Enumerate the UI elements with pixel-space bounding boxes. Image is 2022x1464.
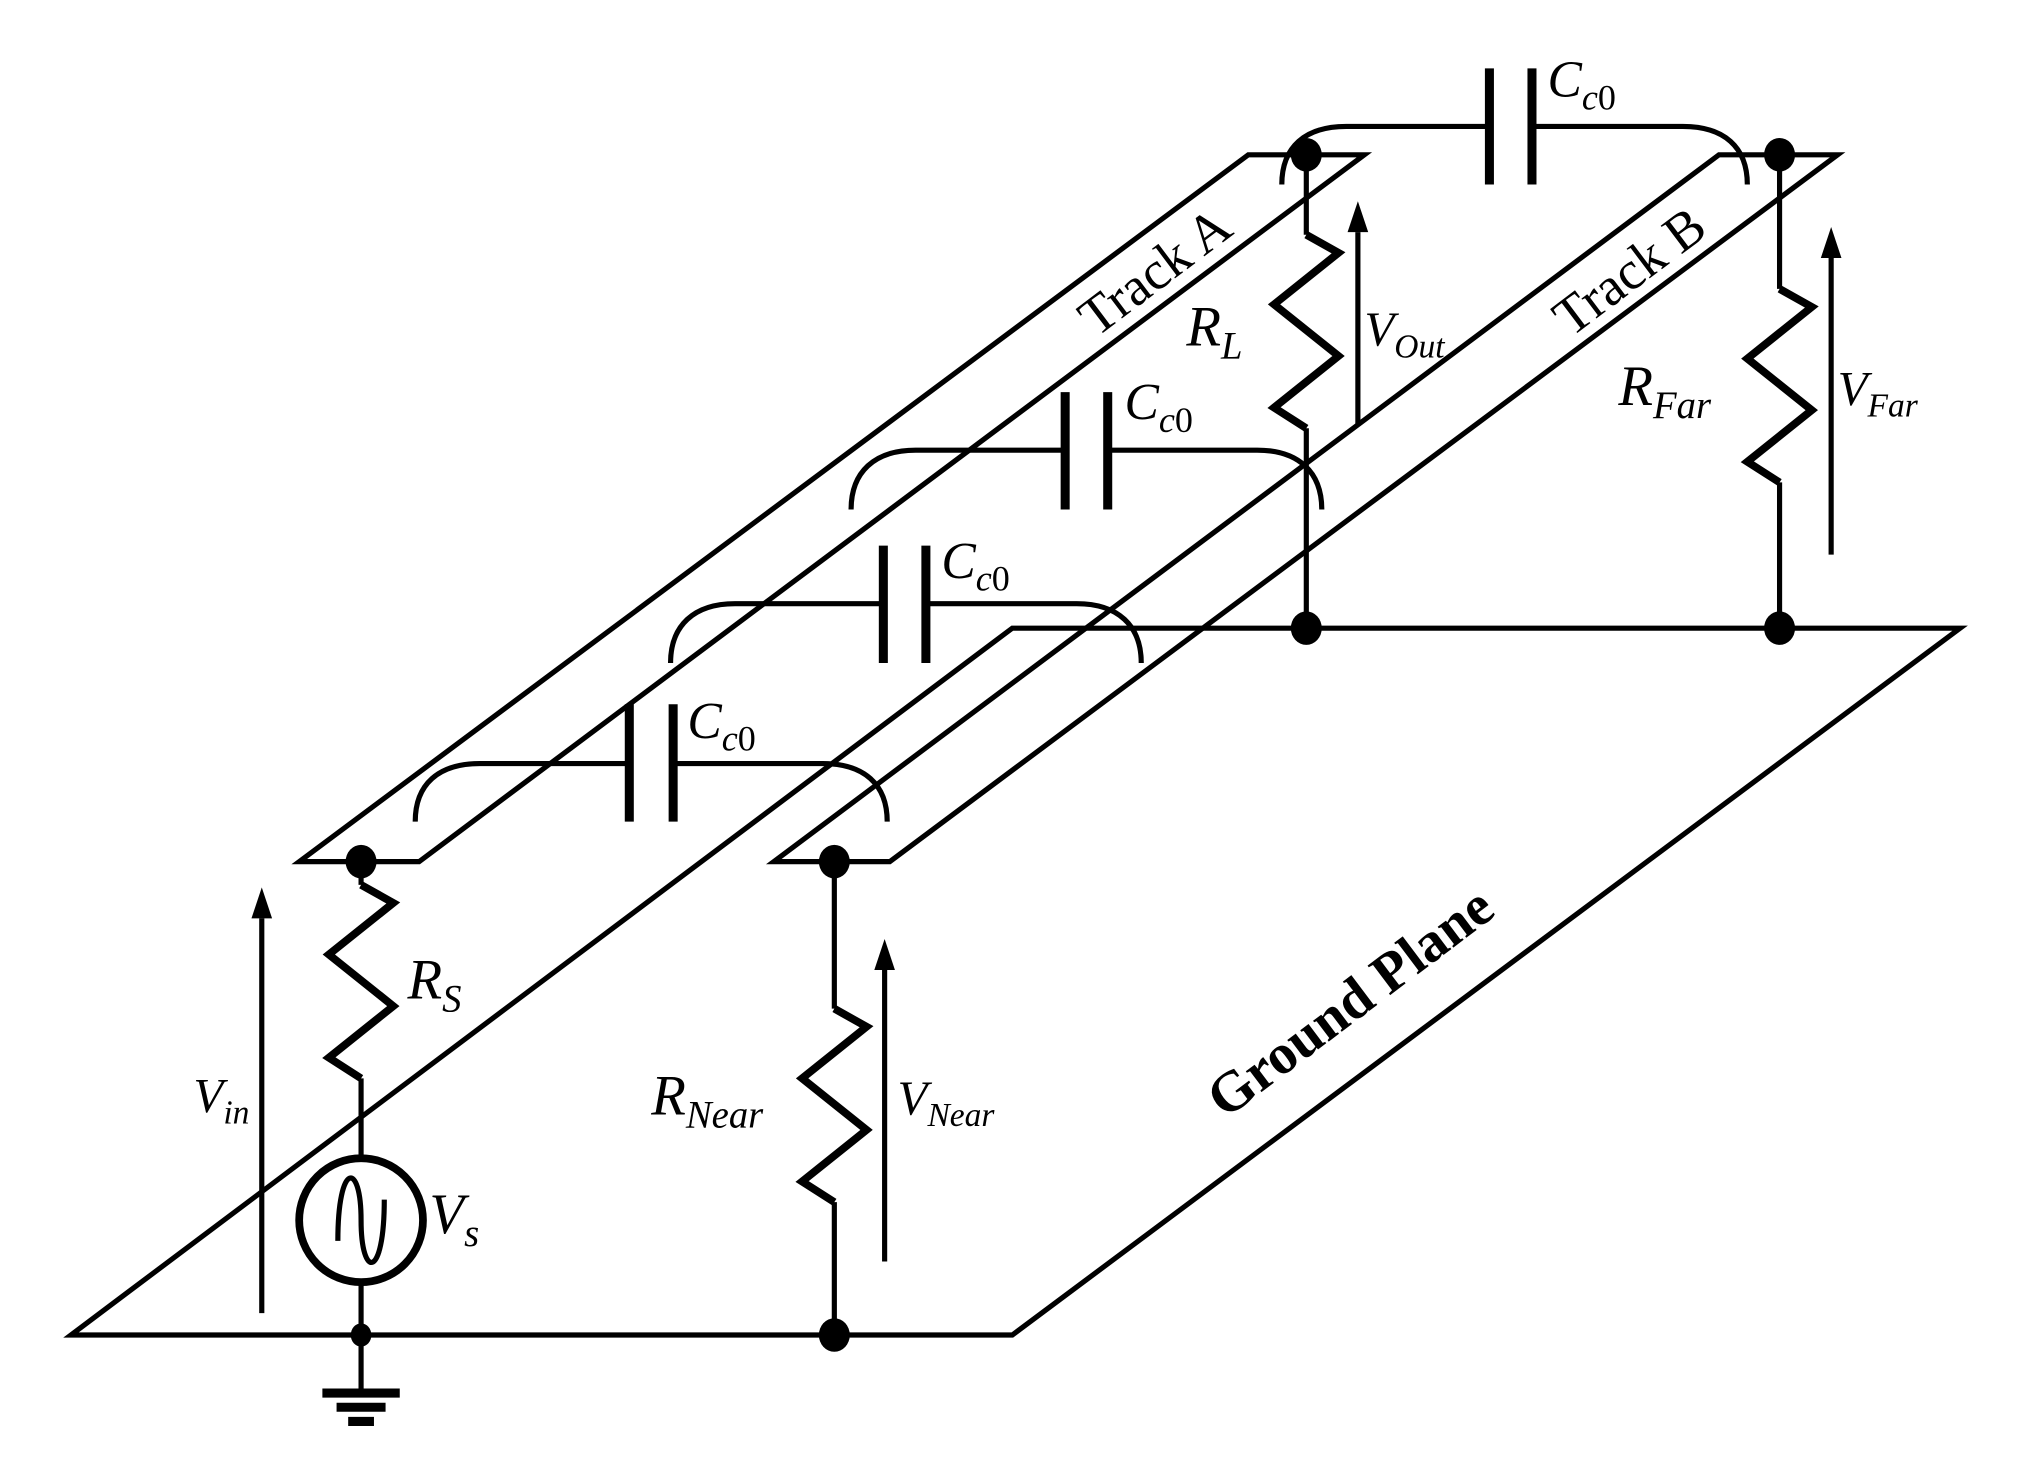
far-resistor xyxy=(1740,285,1819,486)
ground-symbol-icon xyxy=(322,1388,400,1426)
junction-nodes xyxy=(345,138,1796,1352)
vin-label: Vin xyxy=(193,1068,249,1132)
near-end-branch: RNear VNear xyxy=(650,861,996,1336)
node-ground-source xyxy=(350,1323,372,1347)
node-track-a-far xyxy=(1290,138,1322,172)
vout-arrow-icon xyxy=(1347,201,1369,233)
node-ground-load xyxy=(1290,611,1322,645)
near-resistor-label: RNear xyxy=(650,1064,764,1136)
far-end-branch: RFar VFar xyxy=(1617,154,1919,629)
coupling-capacitor-3-label: Cc0 xyxy=(1124,374,1192,440)
track-b-label: Track B xyxy=(1542,195,1717,348)
coupling-capacitor-2-label: Cc0 xyxy=(941,533,1009,599)
coupling-capacitor-3: Cc0 xyxy=(848,374,1325,510)
load-branch: RL VOut xyxy=(1185,154,1445,629)
coupling-capacitor-1: Cc0 xyxy=(412,693,890,822)
track-a: Track A xyxy=(291,152,1373,865)
source-resistor-label: RS xyxy=(406,948,461,1020)
source-branch: RS Vs Vin xyxy=(193,861,479,1426)
coupling-capacitor-1-label: Cc0 xyxy=(687,693,755,759)
voltage-source-label: Vs xyxy=(429,1183,479,1255)
node-ground-far xyxy=(1764,611,1796,645)
node-track-b-near xyxy=(818,844,850,879)
vfar-arrow-icon xyxy=(1820,227,1842,258)
coupling-capacitor-2: Cc0 xyxy=(667,533,1144,664)
vnear-label: VNear xyxy=(898,1070,996,1134)
ground-plane: Ground Plane xyxy=(63,625,1968,1338)
node-track-b-far xyxy=(1764,138,1796,172)
load-resistor xyxy=(1267,231,1346,432)
vnear-arrow-icon xyxy=(874,939,895,970)
coupling-capacitor-4-label: Cc0 xyxy=(1547,52,1615,118)
vin-arrow-icon xyxy=(251,887,273,919)
load-resistor-label: RL xyxy=(1185,296,1242,368)
source-resistor xyxy=(322,881,401,1082)
node-track-a-near xyxy=(345,844,377,879)
far-resistor-label: RFar xyxy=(1617,355,1712,427)
node-ground-near xyxy=(818,1318,850,1352)
sine-wave-icon xyxy=(335,1175,387,1266)
near-resistor xyxy=(795,1005,874,1206)
vfar-label: VFar xyxy=(1838,361,1919,425)
vout-label: VOut xyxy=(1364,302,1445,366)
